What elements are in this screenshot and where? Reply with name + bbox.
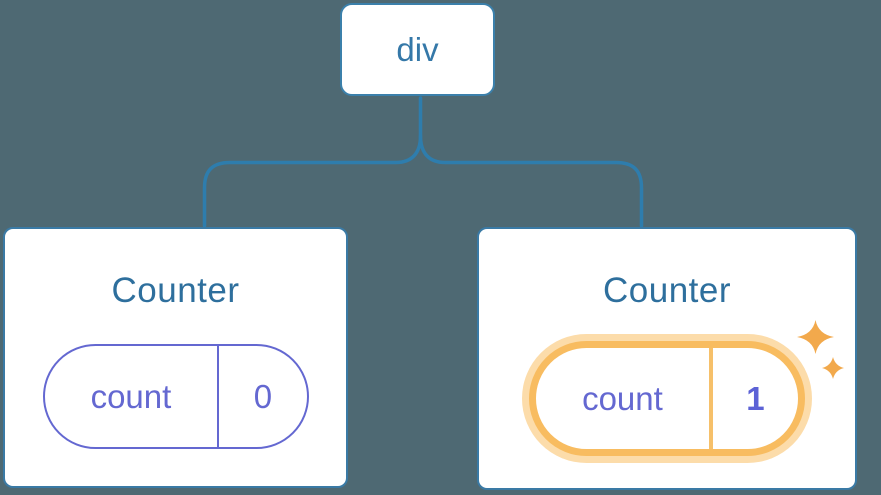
counter-card-left: Counter count 0 [3, 227, 348, 488]
component-title: Counter [111, 271, 240, 310]
state-pill-highlighted: count 1 [529, 341, 805, 456]
state-key-label: count [536, 348, 713, 449]
sparkles-icon [797, 320, 844, 379]
state-value: 1 [746, 379, 765, 417]
counter-card-right: Counter count 1 [477, 227, 857, 490]
state-key-label: count [45, 346, 220, 447]
state-value: 0 [253, 377, 273, 415]
root-node-label: div [396, 30, 439, 68]
state-pill: count 0 [42, 344, 309, 449]
component-title: Counter [602, 271, 732, 310]
root-node-div: div [340, 3, 495, 96]
